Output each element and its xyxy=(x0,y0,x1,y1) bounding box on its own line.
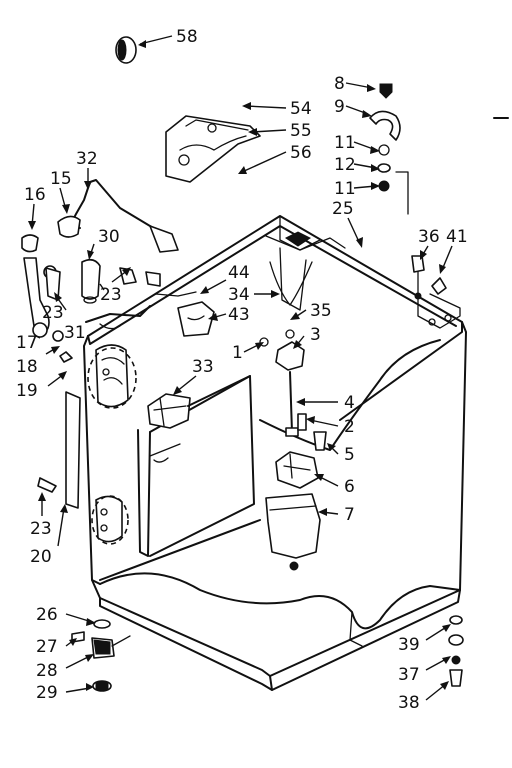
callout-1: 1 xyxy=(232,343,243,363)
callout-35: 35 xyxy=(310,301,332,321)
callout-27: 27 xyxy=(36,637,58,657)
callout-9: 9 xyxy=(334,97,345,117)
callout-18: 18 xyxy=(16,357,38,377)
callout-55: 55 xyxy=(290,121,312,141)
callout-4: 4 xyxy=(344,393,355,413)
callout-39: 39 xyxy=(398,635,420,655)
hose-clamp-group xyxy=(369,83,409,215)
callout-11-upper: 11 xyxy=(334,133,356,153)
callout-29: 29 xyxy=(36,683,58,703)
callout-15: 15 xyxy=(50,169,72,189)
callout-30: 30 xyxy=(98,227,120,247)
callout-3: 3 xyxy=(310,325,321,345)
callout-16: 16 xyxy=(24,185,46,205)
callout-20: 20 xyxy=(30,547,52,567)
callout-58: 58 xyxy=(176,27,198,47)
callout-37: 37 xyxy=(398,665,420,685)
pump-motor-group xyxy=(145,291,327,571)
callout-23-lower: 23 xyxy=(30,519,52,539)
callout-12: 12 xyxy=(334,155,356,175)
callout-26: 26 xyxy=(36,605,58,625)
callout-17: 17 xyxy=(16,333,38,353)
callout-19: 19 xyxy=(16,381,38,401)
callout-25: 25 xyxy=(332,199,354,219)
callout-labels: 58 8 9 54 55 56 11 12 11 32 15 16 25 30 … xyxy=(16,27,468,713)
callout-6: 6 xyxy=(344,477,355,497)
callout-36: 36 xyxy=(418,227,440,247)
callout-31: 31 xyxy=(64,323,86,343)
right-corner-parts xyxy=(411,255,447,300)
callout-8: 8 xyxy=(334,74,345,94)
callout-56: 56 xyxy=(290,143,312,163)
cabinet xyxy=(83,215,467,691)
callout-33: 33 xyxy=(192,357,214,377)
callout-54: 54 xyxy=(290,99,312,119)
callout-32: 32 xyxy=(76,149,98,169)
leader-lines xyxy=(28,35,509,701)
callout-7: 7 xyxy=(344,505,355,525)
knob-58 xyxy=(115,36,137,64)
callout-28: 28 xyxy=(36,661,58,681)
callout-23-upper: 23 xyxy=(100,285,122,305)
callout-2: 2 xyxy=(344,417,355,437)
lid-switch-bracket xyxy=(165,115,261,183)
callout-44: 44 xyxy=(228,263,250,283)
callout-38: 38 xyxy=(398,693,420,713)
water-valve-group xyxy=(21,179,179,509)
callout-41: 41 xyxy=(446,227,468,247)
callout-11-lower: 11 xyxy=(334,179,356,199)
leveling-foot-group xyxy=(71,615,464,692)
callout-23-left: 23 xyxy=(42,303,64,323)
callout-43: 43 xyxy=(228,305,250,325)
callout-34: 34 xyxy=(228,285,250,305)
callout-5: 5 xyxy=(344,445,355,465)
